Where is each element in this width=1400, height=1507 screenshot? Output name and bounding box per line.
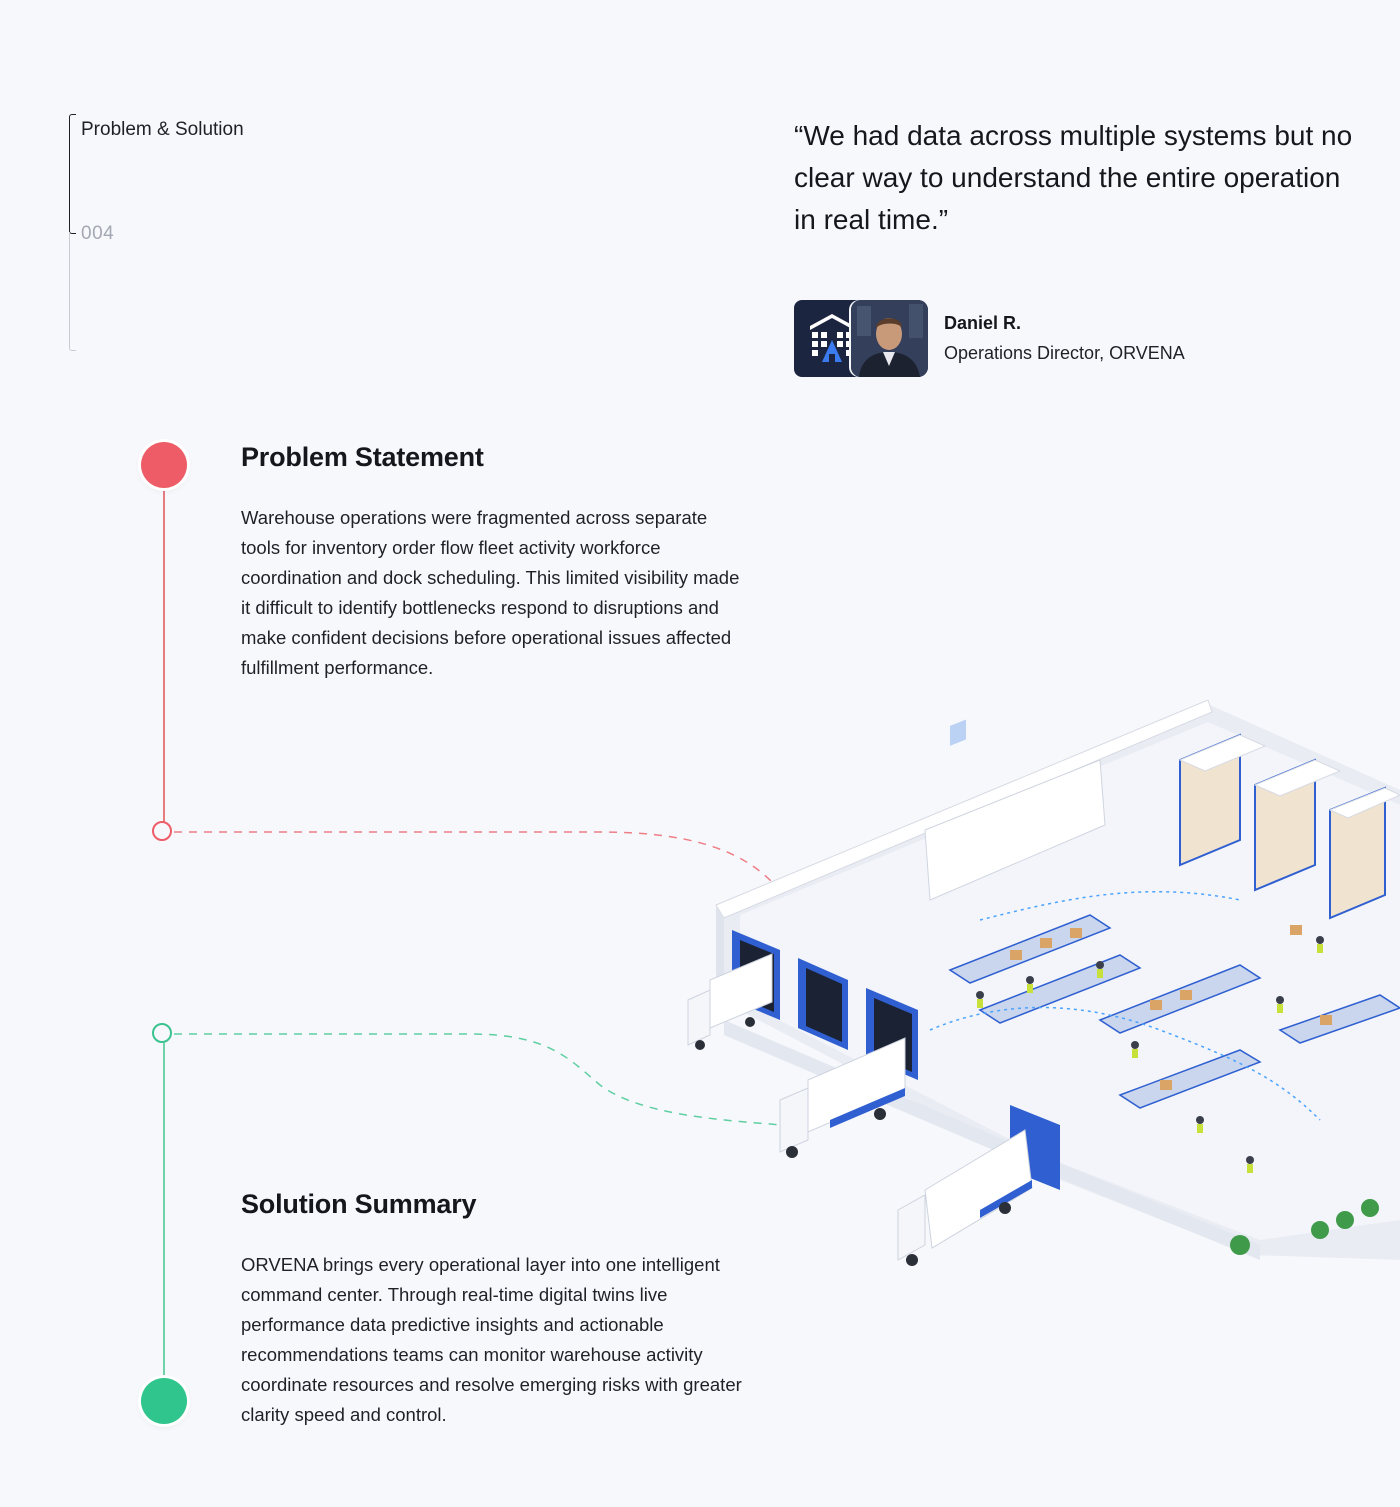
problem-body: Warehouse operations were fragmented acr… [241, 507, 740, 678]
solution-timeline-line [163, 1043, 165, 1379]
solution-dot [141, 1378, 187, 1424]
solution-body: ORVENA brings every operational layer in… [241, 1254, 742, 1425]
section-number: 004 [81, 223, 115, 244]
problem-dot [141, 442, 187, 488]
testimonial-quote: “We had data across multiple systems but… [794, 120, 1353, 235]
solution-title: Solution Summary [241, 1189, 477, 1219]
person-name: Daniel R. [944, 313, 1022, 333]
solution-connector-node [152, 1023, 172, 1043]
section-bracket-top [69, 114, 76, 234]
problem-timeline-line [163, 488, 165, 822]
person-avatar [851, 300, 928, 377]
section-label: Problem & Solution [81, 119, 244, 140]
warehouse-illustration [687, 700, 1400, 1266]
section-bracket-bottom [69, 232, 76, 351]
problem-title: Problem Statement [241, 442, 484, 472]
problem-connector-node [152, 821, 172, 841]
person-role: Operations Director, ORVENA [944, 343, 1185, 363]
